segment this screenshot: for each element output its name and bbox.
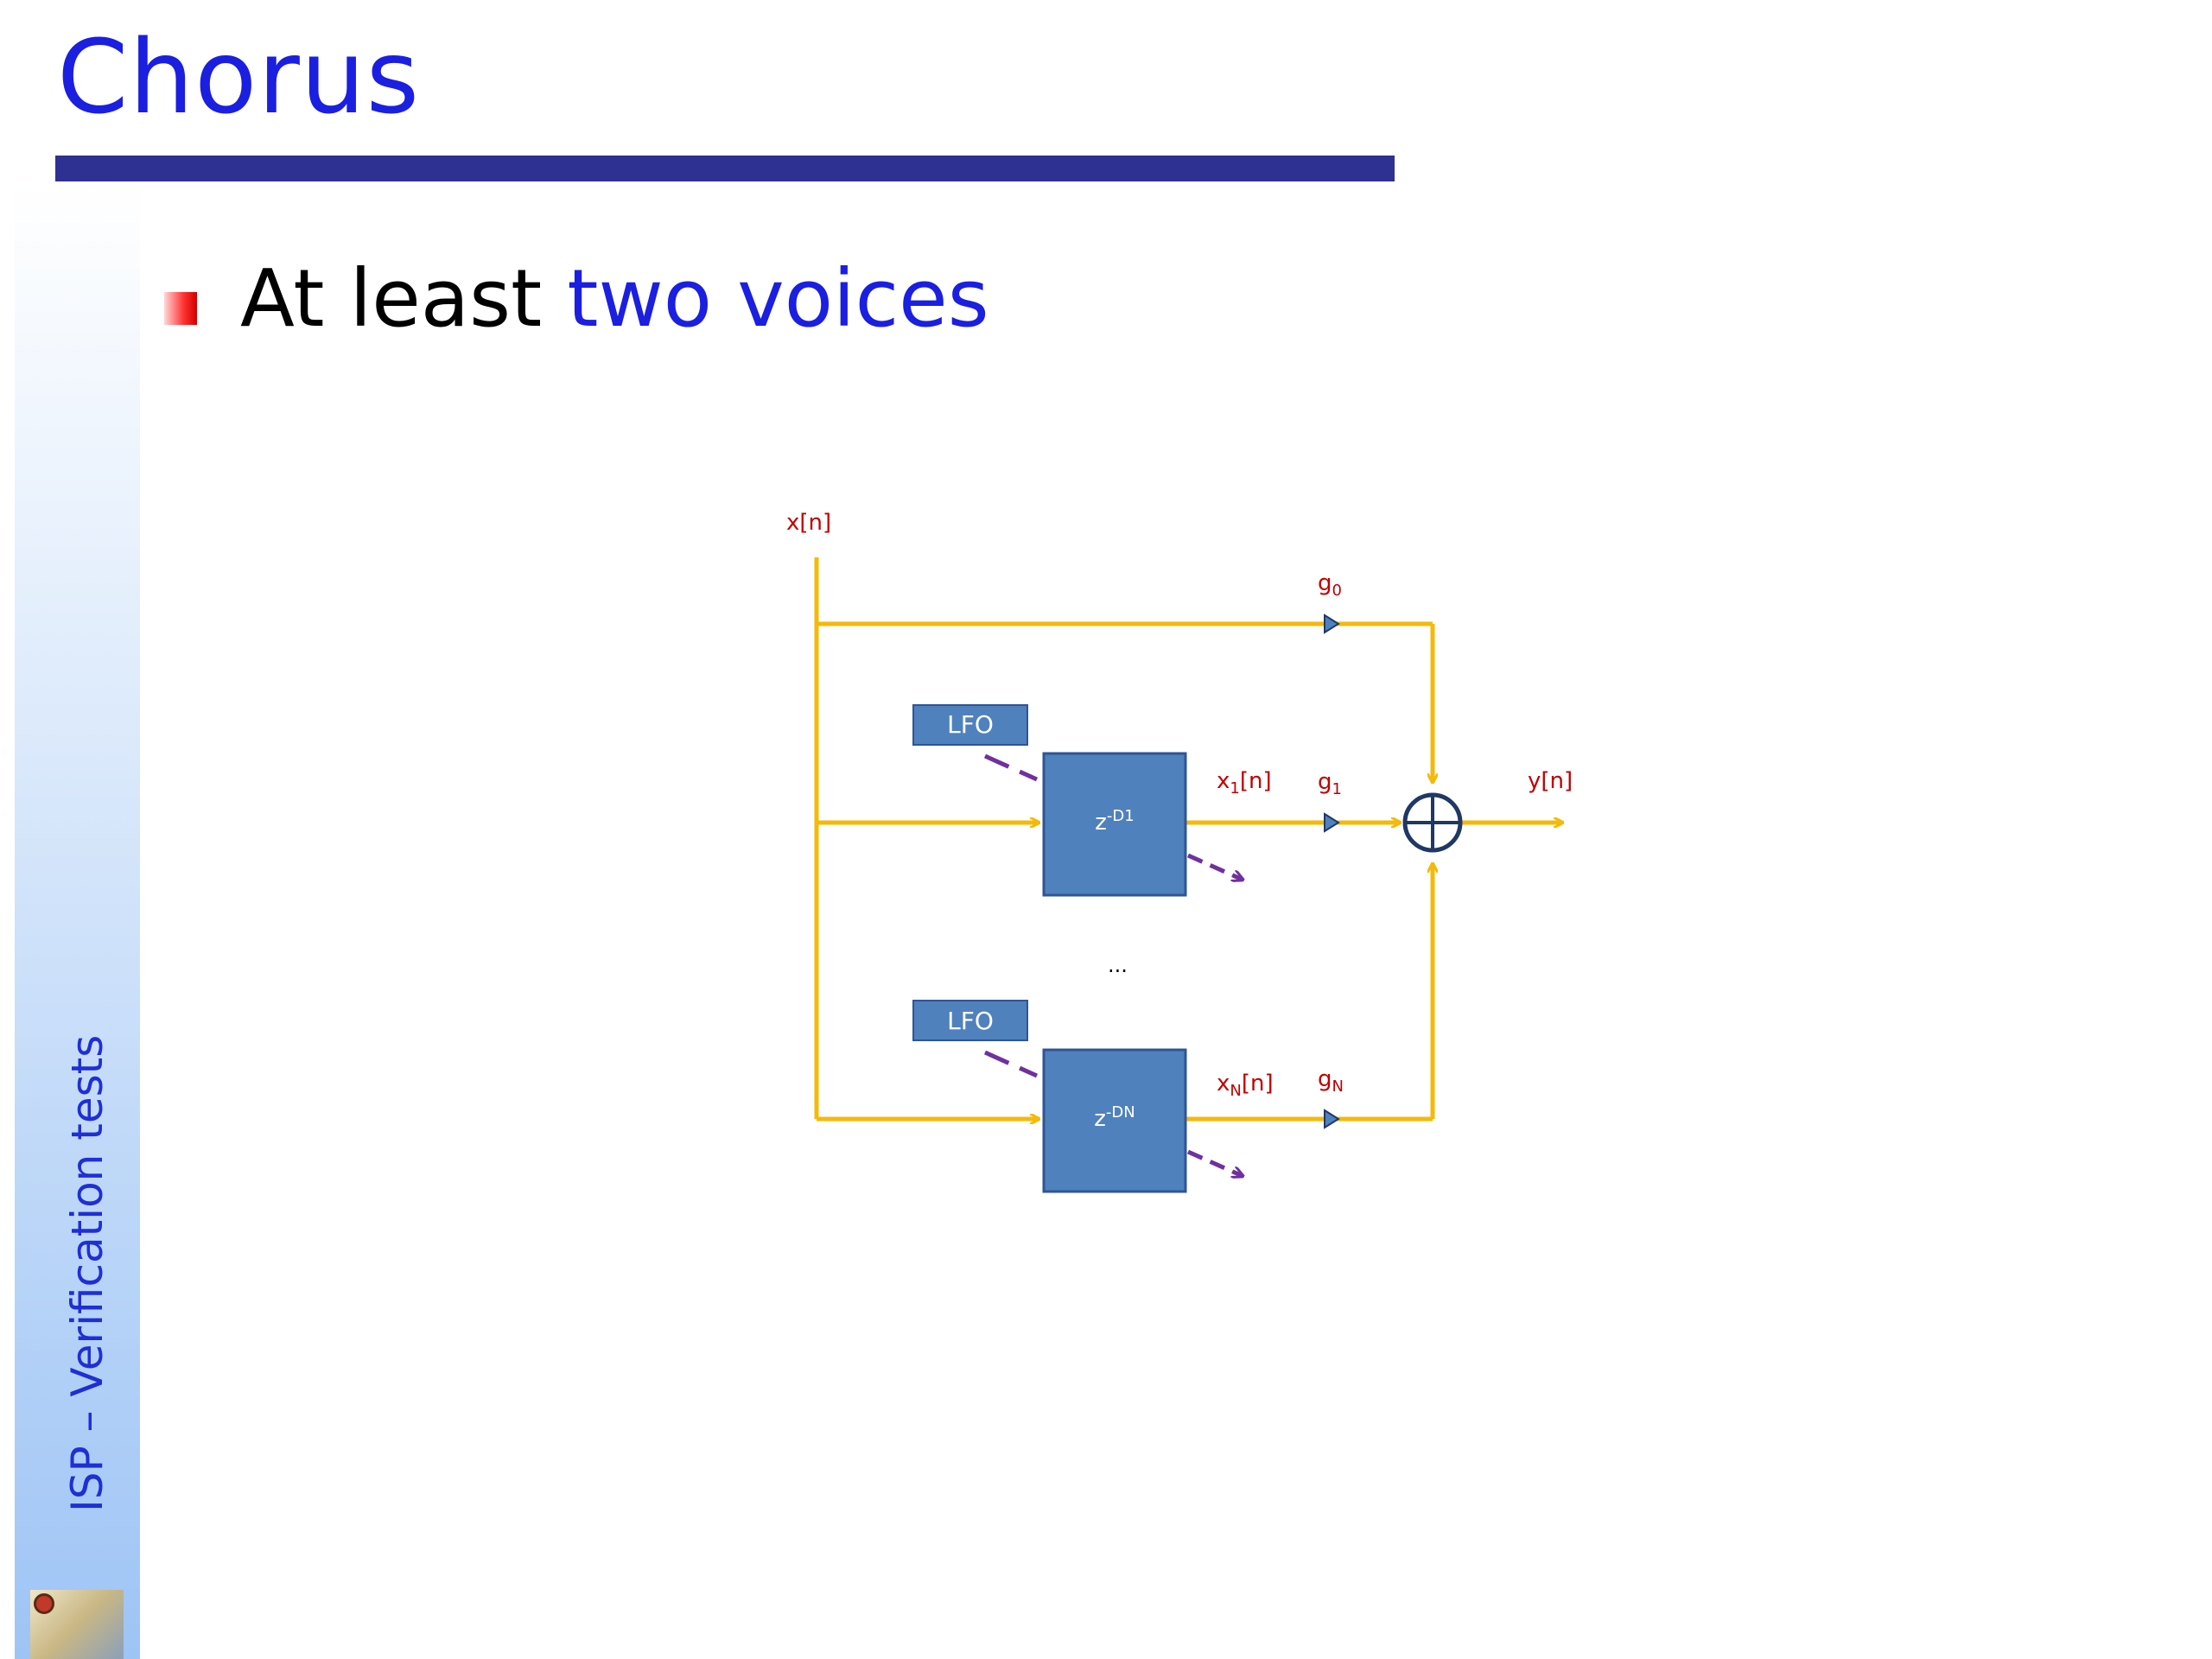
- voice1-output-label: x1[n]: [1217, 768, 1272, 798]
- input-label: x[n]: [786, 510, 831, 536]
- gain-g1-icon: [1324, 812, 1340, 833]
- delayN-label: z-DN: [1094, 1103, 1135, 1132]
- gain-g0-icon: [1324, 613, 1340, 634]
- title-underline-bar: [55, 156, 1395, 181]
- voiceN-group: LFO z-DN: [912, 1000, 1243, 1193]
- labels: x[n] y[n] g0 g1 gN x1[n] xN[n] ...: [786, 510, 1573, 1100]
- delayN-mod-out-line: [1186, 1149, 1243, 1176]
- bullet-square-icon: [164, 292, 197, 325]
- delay1-mod-out-line: [1186, 853, 1243, 880]
- adder: [1402, 792, 1463, 853]
- gain-g0-label: g0: [1318, 570, 1342, 600]
- delay1-label: z-D1: [1095, 807, 1134, 836]
- bullet-text-prefix: At least: [240, 252, 568, 345]
- ellipsis-label: ...: [1108, 953, 1128, 977]
- lfoN-mod-line: [983, 1050, 1039, 1078]
- gain-triangles: [1324, 613, 1340, 1129]
- voice1-group: LFO z-D1: [912, 704, 1243, 897]
- voiceN-output-label: xN[n]: [1217, 1071, 1274, 1100]
- institution-logo-icon: [30, 1590, 124, 1659]
- signal-lines: [814, 557, 1562, 1119]
- lfo1-label: LFO: [947, 710, 994, 739]
- slide-title: Chorus: [57, 17, 421, 137]
- side-gradient-strip: [15, 181, 140, 1659]
- gain-g1-label: g1: [1318, 769, 1342, 798]
- logo-dot: [34, 1593, 54, 1614]
- bullet-text-highlight: two voices: [567, 252, 989, 345]
- lfoN-label: LFO: [947, 1007, 994, 1035]
- lfo1-mod-line: [983, 753, 1039, 782]
- lfo1-box: [912, 704, 1028, 746]
- gain-gN-label: gN: [1318, 1066, 1344, 1096]
- delay1-box: [1042, 752, 1187, 897]
- delayN-box: [1042, 1048, 1187, 1193]
- gain-gN-icon: [1324, 1109, 1340, 1129]
- output-label: y[n]: [1528, 768, 1573, 794]
- lfoN-box: [912, 1000, 1028, 1041]
- bullet-text: At least two voices: [240, 252, 989, 345]
